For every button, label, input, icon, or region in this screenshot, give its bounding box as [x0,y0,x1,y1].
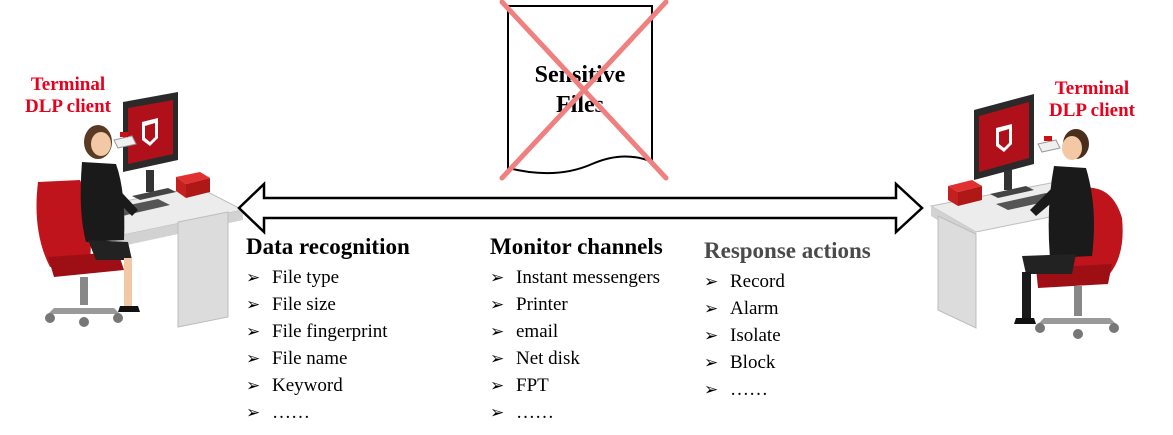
arrow-bullet-icon: ➢ [490,295,505,314]
left-terminal-label: Terminal DLP client [8,74,128,118]
list-item-label: …… [272,402,310,423]
response-actions-column: Response actions ➢ Record ➢ Alarm ➢ Isolate… [704,238,914,403]
list-item-label: File type [272,267,340,288]
list-item: ➢ …… [246,399,466,426]
monitor-channels-title: Monitor channels [490,234,663,259]
list-item-label: Printer [516,294,568,315]
list-item-label: Instant messengers [516,267,661,288]
list-item-label: Net disk [516,348,580,369]
arrow-bullet-icon: ➢ [490,349,505,368]
list-item: ➢ Keyword [246,372,466,399]
data-recognition-title: Data recognition [246,234,410,259]
list-item: ➢ …… [490,399,700,426]
arrow-bullet-icon: ➢ [246,349,261,368]
arrow-bullet-icon: ➢ [246,268,261,287]
list-item-label: File size [272,294,336,315]
left-workstation-illustration [28,92,248,332]
list-item: ➢ Alarm [704,295,914,322]
arrow-bullet-icon: ➢ [246,403,261,422]
right-workstation-illustration [926,88,1146,350]
left-terminal-line1: Terminal [30,74,106,95]
arrow-bullet-icon: ➢ [246,295,261,314]
list-item: ➢ File type [246,264,466,291]
arrow-bullet-icon: ➢ [704,299,719,318]
arrow-bullet-icon: ➢ [246,376,261,395]
data-recognition-list: ➢File type ➢File size ➢File fingerprint … [246,264,466,426]
sensitive-files-document: Sensitive Files [496,0,672,184]
list-item: ➢ Isolate [704,322,914,349]
arrow-bullet-icon: ➢ [704,380,719,399]
list-item-label: Alarm [730,298,779,319]
list-item: ➢ Net disk [490,345,700,372]
list-item-label: Isolate [730,325,781,346]
right-terminal-label: Terminal DLP client [1032,78,1152,122]
cross-icon [499,0,669,181]
list-item-label: Block [730,352,776,373]
arrow-bullet-icon: ➢ [490,268,505,287]
right-terminal-line1: Terminal [1054,78,1130,99]
list-item-label: FPT [516,375,549,396]
monitor-channels-list: ➢ Instant messengers ➢ Printer ➢ email ➢ Net… [490,264,700,426]
list-item: ➢ Record [704,268,914,295]
list-item-label: …… [730,379,768,400]
left-terminal-line2: DLP client [24,96,112,117]
data-recognition-column: Data recognition ➢ File type ➢ File size ➢… [246,234,466,426]
double-headed-arrow [236,180,926,236]
list-item: ➢ FPT [490,372,700,399]
list-item-label: …… [516,402,554,423]
arrow-bullet-icon: ➢ [704,272,719,291]
list-item: ➢ Printer [490,291,700,318]
arrow-bullet-icon: ➢ [704,353,719,372]
list-item: ➢ …… [704,376,914,403]
monitor-channels-column: Monitor channels ➢ Instant messengers ➢ Pr… [490,234,700,426]
right-terminal-line2: DLP client [1048,100,1136,121]
list-item: ➢ File fingerprint [246,318,466,345]
list-item: ➢ email [490,318,700,345]
list-item-label: Keyword [272,375,343,396]
response-actions-list: ➢ Record ➢ Alarm ➢ Isolate ➢ Block ➢ …… [704,268,914,403]
list-item-label: File name [272,348,348,369]
list-item-label: Record [730,271,785,292]
list-item: ➢ File size [246,291,466,318]
arrow-bullet-icon: ➢ [490,403,505,422]
list-item-label: File fingerprint [272,321,388,342]
arrow-bullet-icon: ➢ [704,326,719,345]
list-item: ➢ File name [246,345,466,372]
arrow-bullet-icon: ➢ [490,376,505,395]
list-item: ➢ Instant messengers [490,264,700,291]
list-item: ➢ Block [704,349,914,376]
arrow-bullet-icon: ➢ [490,322,505,341]
response-actions-title: Response actions [704,238,871,263]
list-item-label: email [516,321,559,342]
arrow-bullet-icon: ➢ [246,322,261,341]
